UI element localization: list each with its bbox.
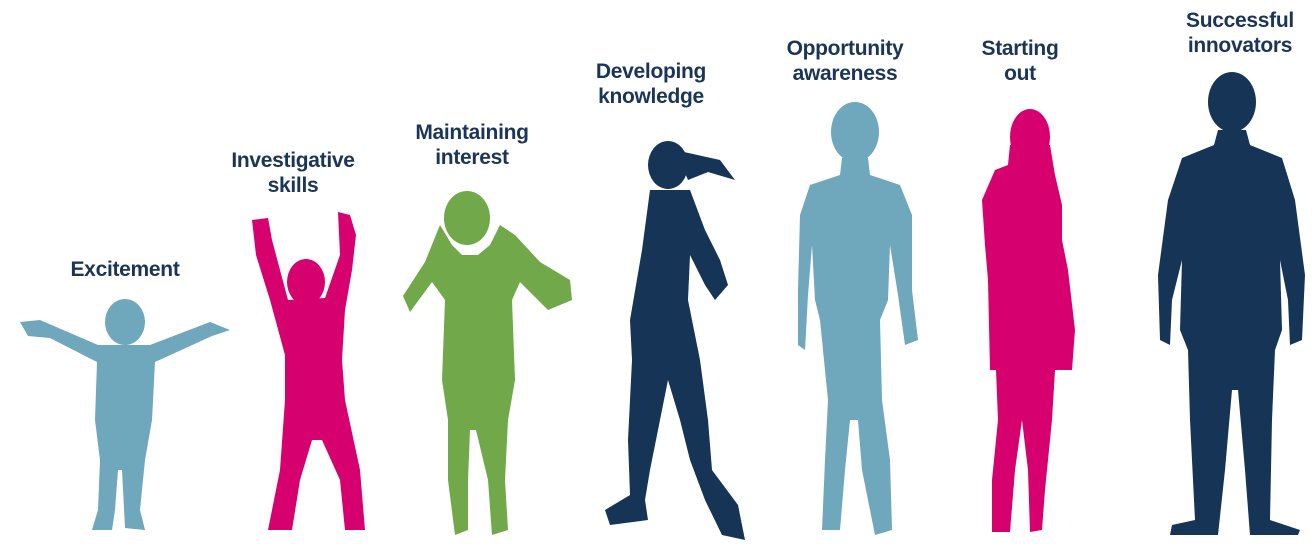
label-starting-out: Starting out [982, 36, 1059, 86]
label-developing-knowledge: Developing knowledge [596, 59, 706, 109]
label-successful-innovators-line1: Successful [1186, 9, 1294, 32]
figure-child-arms-out [20, 299, 230, 530]
label-developing-knowledge-line2: knowledge [598, 85, 704, 108]
figure-woman-standing [982, 109, 1075, 532]
figure-young-man-standing [798, 102, 918, 535]
label-investigative-skills-line2: skills [267, 174, 319, 197]
label-excitement-line1: Excitement [70, 258, 180, 281]
label-opportunity-awareness-line2: awareness [792, 62, 898, 85]
label-investigative-skills: Investigative skills [231, 148, 355, 198]
label-starting-out-line1: Starting [981, 37, 1059, 60]
label-starting-out-line2: out [1004, 62, 1036, 85]
label-opportunity-awareness-line1: Opportunity [786, 37, 904, 60]
label-successful-innovators-line2: innovators [1187, 34, 1293, 57]
label-maintaining-interest-line1: Maintaining [415, 121, 529, 144]
label-maintaining-interest: Maintaining interest [415, 120, 529, 170]
label-excitement: Excitement [70, 257, 179, 282]
label-maintaining-interest-line2: interest [435, 146, 509, 169]
label-successful-innovators: Successful innovators [1186, 8, 1294, 58]
label-opportunity-awareness: Opportunity awareness [787, 36, 904, 86]
label-investigative-skills-line1: Investigative [231, 149, 355, 172]
figure-young-woman-walking [605, 141, 745, 540]
figure-teen-headphones [403, 191, 572, 535]
label-developing-knowledge-line1: Developing [595, 60, 707, 83]
figure-boy-arms-up [252, 212, 365, 530]
figure-man-in-suit [1158, 72, 1305, 535]
